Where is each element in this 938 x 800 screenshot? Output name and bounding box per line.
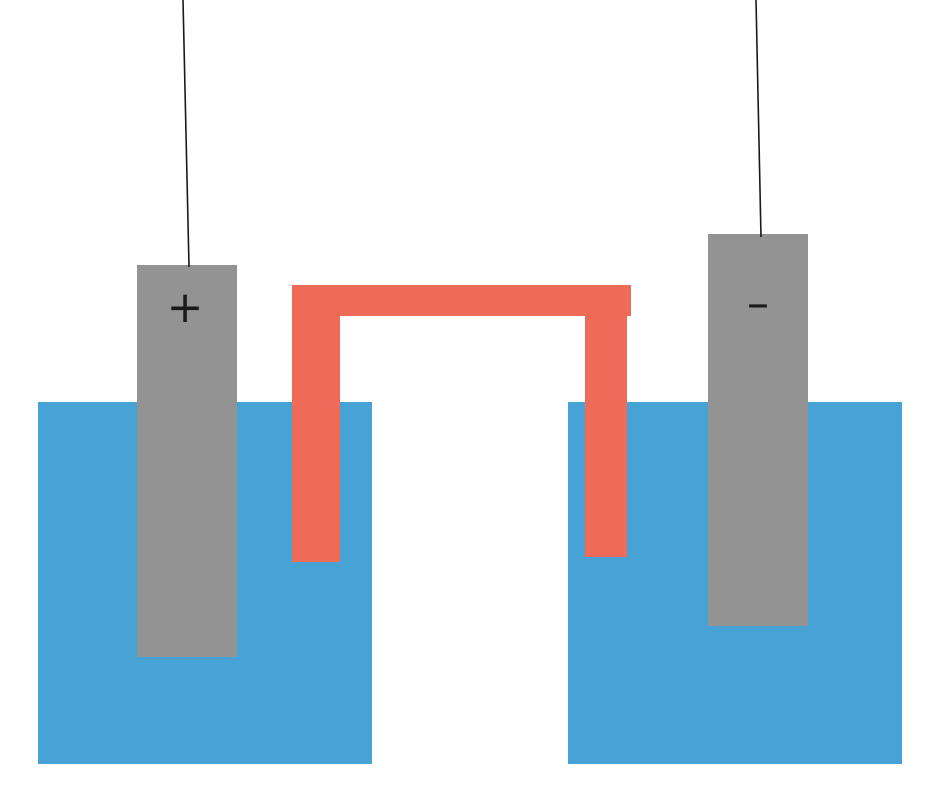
right-wire [755, 0, 762, 238]
salt-bridge-right-leg [585, 290, 627, 557]
left-wire [182, 0, 190, 268]
left-electrode [137, 265, 237, 657]
positive-terminal-label: + [167, 282, 204, 333]
salt-bridge-left-leg [292, 285, 340, 562]
salt-bridge-top [300, 285, 631, 316]
negative-terminal-label: – [747, 278, 769, 329]
right-electrode [708, 234, 808, 626]
salt-bridge [292, 285, 631, 562]
